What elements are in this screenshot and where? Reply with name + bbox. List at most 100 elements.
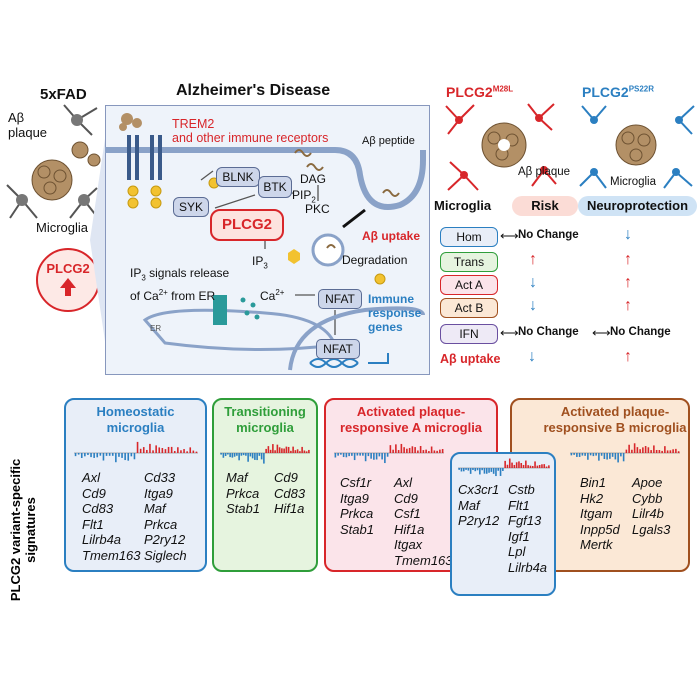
ps22r-plaque-icon: [615, 124, 657, 166]
row-label-hom: Hom: [440, 227, 498, 247]
activated-b-title-line1: Activated plaque-: [560, 404, 670, 419]
table-row: Trans ↑ ↑: [434, 251, 696, 273]
row-label-ifn: IFN: [440, 324, 498, 344]
gene-name: Lilrb4a: [508, 559, 548, 575]
trem2-line1: TREM2: [172, 117, 215, 131]
pip2-sub: 2: [311, 195, 316, 205]
table-row: Hom ⟷ No Change ↓: [434, 226, 696, 248]
microglia-label: Microglia: [36, 220, 89, 235]
gene-name: Flt1: [508, 497, 530, 513]
ps22r-microglia-label: Microglia: [610, 176, 657, 188]
gene-name: Prkca: [226, 485, 260, 501]
gene-name: Maf: [458, 497, 480, 513]
abeta-peptide-label: Aβ peptide: [362, 135, 415, 147]
m28l-plaque-label: Aβ plaque: [518, 166, 571, 178]
gene-name: Axl: [82, 470, 101, 485]
gene-name: Cd83: [274, 485, 306, 501]
trem2-line2: and other immune receptors: [172, 131, 329, 145]
er-label: ER: [150, 324, 162, 333]
gene-name: Cd9: [394, 490, 418, 506]
ps22r-text: PLCG2: [582, 84, 629, 100]
gene-name: Prkca: [144, 516, 178, 532]
abeta-plaque-label: Aβ plaque: [8, 110, 47, 140]
gene-name: Cd33: [144, 470, 176, 485]
table-header-risk: Risk: [512, 196, 578, 216]
ip3-text: IP: [252, 254, 264, 268]
gene-name: Lgals3: [632, 521, 671, 537]
activated-a-title-line1: Activated plaque-: [356, 404, 466, 419]
degradation-label: Degradation: [342, 253, 408, 267]
abeta-uptake-label: Aβ uptake: [362, 229, 421, 243]
double-arrow-icon: ⟷: [500, 325, 519, 340]
down-arrow-icon: ↓: [528, 348, 536, 365]
row-label-trans: Trans: [440, 252, 498, 272]
neuro-value: No Change: [610, 326, 671, 338]
ip3-release-rest: signals release: [145, 266, 230, 280]
blnk-node: BLNK: [216, 167, 260, 187]
gene-name: Hif1a: [274, 501, 305, 516]
uptake-row-label: Aβ uptake: [440, 352, 501, 366]
up-arrow-icon: ↑: [624, 348, 632, 365]
immune-response-label: Immune response genes: [368, 292, 421, 334]
immune-line1: Immune: [368, 292, 415, 306]
gene-name: Tmem163: [82, 547, 141, 563]
down-arrow-icon: ↓: [529, 297, 537, 314]
risk-value: No Change: [518, 229, 579, 241]
up-arrow-icon: [60, 278, 76, 288]
table-header-microglia: Microglia: [434, 198, 492, 213]
activated-a-signature-plot: [334, 443, 444, 464]
activated-b-title: Activated plaque- responsive B microglia: [540, 404, 690, 436]
risk-value: No Change: [518, 326, 579, 338]
gene-name: Igf1: [508, 528, 530, 544]
activated-a-title: Activated plaque- responsive A microglia: [324, 404, 498, 436]
gene-name: Csf1r: [340, 475, 372, 490]
overlap-box: [450, 452, 556, 596]
gene-name: P2ry12: [144, 532, 186, 547]
transitioning-title-line1: Transitioning: [224, 404, 306, 419]
up-arrow-stem: [65, 288, 71, 296]
gene-name: Inpp5d: [580, 521, 620, 537]
double-arrow-icon: ⟷: [500, 228, 519, 243]
gene-name: Cd9: [82, 485, 106, 501]
gene-name: Bin1: [580, 475, 607, 490]
plcg2-up-circle: PLCG2: [36, 248, 100, 312]
gene-name: Itgam: [580, 506, 613, 521]
model-label: 5xFAD: [40, 86, 87, 103]
btk-node: BTK: [258, 176, 292, 198]
syk-node: SYK: [173, 197, 209, 217]
abeta-plaque-line2: plaque: [8, 125, 48, 140]
gene-name: Apoe: [632, 475, 663, 490]
nfat-node-2: NFAT: [316, 339, 360, 359]
gene-name: Itgax: [394, 537, 423, 552]
ip3-release-line1: IP3 signals release: [130, 266, 229, 285]
pkc-label: PKC: [305, 202, 330, 216]
homeostatic-signature-plot: [74, 441, 198, 463]
gene-name: Lilr4b: [632, 506, 664, 521]
ca-text: Ca: [260, 289, 276, 303]
variant-illustrations: [445, 103, 695, 191]
gene-name: Flt1: [82, 516, 104, 532]
transitioning-title: Transitioning microglia: [212, 404, 318, 436]
microglia-plaque-illustration: [6, 104, 101, 219]
ip3-release-ofca: of Ca: [130, 289, 159, 304]
down-arrow-icon: ↓: [529, 274, 537, 291]
pathway-graphics: [105, 113, 426, 371]
down-arrow-icon: ↓: [624, 226, 632, 243]
ca-sup: 2+: [275, 288, 285, 297]
gene-name: Cd83: [82, 501, 114, 516]
ip3-release-sub: 3: [141, 273, 146, 283]
gene-name: Axl: [394, 475, 413, 490]
gene-name: Lilrb4a: [82, 532, 122, 547]
immune-line3: genes: [368, 320, 403, 334]
homeostatic-title-line2: microglia: [106, 420, 165, 435]
ip3-release-ip: IP: [130, 266, 142, 280]
gene-name: Lpl: [508, 544, 526, 559]
gene-name: Stab1: [340, 521, 374, 537]
table-row: Act A ↓ ↑: [434, 274, 696, 296]
